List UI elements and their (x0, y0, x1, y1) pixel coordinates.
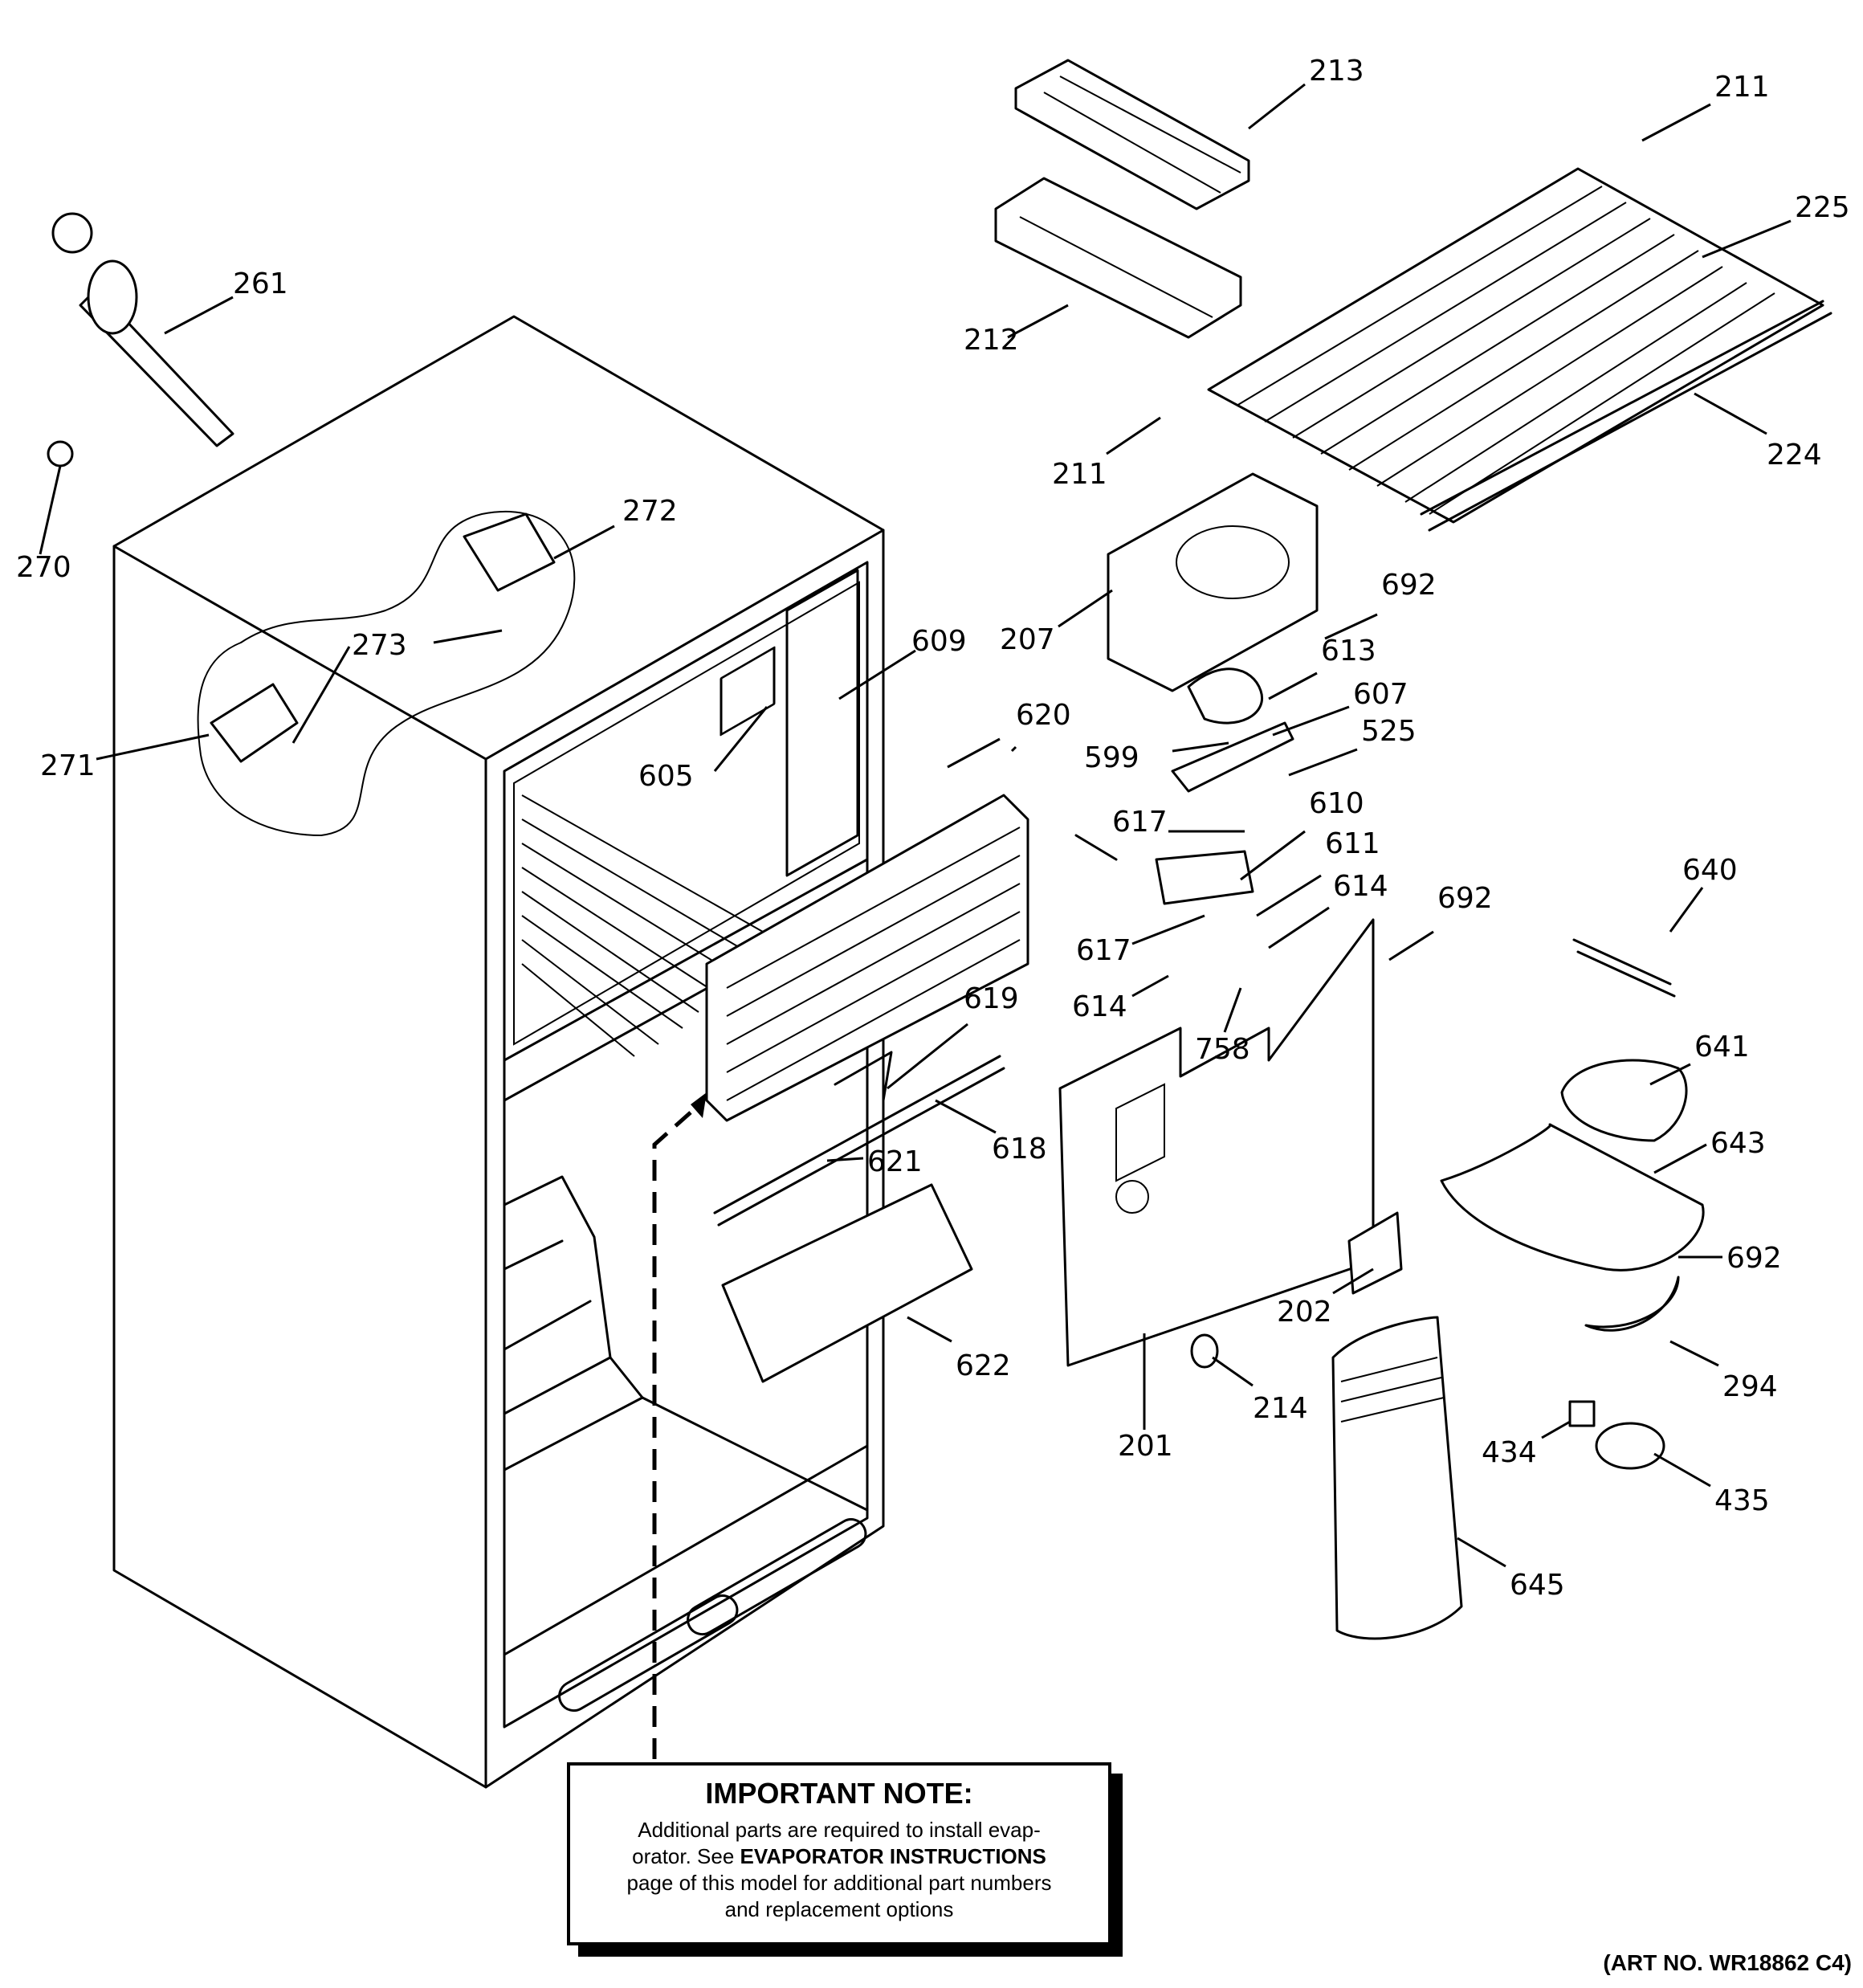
ice-bucket-212 (994, 177, 1242, 339)
water-tube-261 (51, 212, 234, 447)
callout-272: 272 (622, 495, 678, 528)
motor-610 (1074, 834, 1254, 905)
callout-212: 212 (964, 324, 1019, 357)
callout-614-top: 614 (1333, 870, 1388, 903)
callout-261: 261 (233, 267, 288, 300)
callout-617-bottom: 617 (1076, 934, 1131, 967)
callout-643: 643 (1710, 1127, 1766, 1160)
note-line-2: orator. See EVAPORATOR INSTRUCTIONS (570, 1843, 1108, 1870)
trough-622 (721, 1183, 973, 1383)
bulb-435 (1595, 1422, 1665, 1470)
fan-blade-613 (1187, 667, 1264, 725)
callout-434: 434 (1482, 1436, 1537, 1469)
important-note-title: IMPORTANT NOTE: (705, 1777, 973, 1810)
fan-shroud-207 (1107, 472, 1319, 692)
note-line-4: and replacement options (724, 1897, 954, 1921)
callout-273: 273 (352, 629, 407, 662)
callout-225: 225 (1795, 191, 1850, 224)
light-cover-294 (1584, 1276, 1680, 1332)
callout-605: 605 (638, 760, 694, 793)
light-shield-641 (1560, 1059, 1688, 1142)
callout-202: 202 (1277, 1296, 1332, 1329)
callout-758: 758 (1195, 1033, 1250, 1066)
socket-434 (1568, 1400, 1596, 1427)
note-line-3: page of this model for additional part n… (626, 1871, 1052, 1895)
callout-622: 622 (956, 1349, 1011, 1382)
callout-224: 224 (1767, 439, 1822, 471)
callout-610: 610 (1309, 787, 1364, 820)
callout-618: 618 (992, 1133, 1047, 1165)
callout-213: 213 (1309, 55, 1364, 88)
callout-641: 641 (1694, 1031, 1750, 1063)
pointer-arrowhead (691, 1092, 707, 1118)
important-note-box: IMPORTANT NOTE: Additional parts are req… (567, 1762, 1111, 1945)
defrost-heater-618 (713, 1055, 1005, 1227)
screw-270 (47, 440, 74, 467)
plug-214 (1190, 1333, 1219, 1369)
callout-607: 607 (1353, 678, 1408, 711)
callout-211-bottom: 211 (1052, 458, 1107, 491)
callout-211-top: 211 (1714, 71, 1770, 104)
callout-525: 525 (1361, 715, 1417, 748)
thermostat-640 (1572, 938, 1676, 998)
light-lens-645 (1331, 1316, 1463, 1640)
important-note-body: Additional parts are required to install… (570, 1817, 1108, 1923)
callout-620: 620 (1016, 699, 1071, 732)
wire-shelf (1207, 167, 1832, 532)
callout-617-top: 617 (1112, 806, 1168, 839)
callout-labels: 213 211 225 261 212 211 224 270 272 207 … (16, 55, 1850, 1602)
callout-613: 613 (1321, 635, 1376, 667)
callout-692-top: 692 (1381, 569, 1437, 602)
callout-614-bottom: 614 (1072, 990, 1127, 1023)
callout-621: 621 (867, 1145, 923, 1178)
callout-609: 609 (911, 625, 967, 658)
callout-294: 294 (1722, 1370, 1778, 1403)
callout-619: 619 (964, 982, 1019, 1015)
cabinet (112, 315, 885, 1789)
bracket-607 (1171, 721, 1294, 793)
callout-611: 611 (1325, 827, 1380, 860)
evaporator-note-pointer (652, 1111, 692, 1759)
art-number: (ART NO. WR18862 C4) (1603, 1950, 1852, 1975)
heater-bracket-619 (834, 1051, 893, 1102)
callout-599: 599 (1084, 741, 1139, 774)
leader-lines (39, 83, 1792, 1568)
grille-202 (1347, 1211, 1403, 1295)
callout-201: 201 (1118, 1430, 1173, 1463)
callout-692-mid: 692 (1437, 882, 1493, 915)
callout-692-bottom: 692 (1726, 1242, 1782, 1275)
callout-270: 270 (16, 551, 71, 584)
light-housing-643 (1440, 1123, 1705, 1272)
evaporator-cover-201 (1058, 918, 1375, 1367)
evaporator-instructions-link: EVAPORATOR INSTRUCTIONS (740, 1844, 1046, 1868)
callout-271: 271 (40, 749, 96, 782)
ice-tray-213 (1014, 59, 1250, 210)
evaporator (705, 794, 1029, 1122)
note-line-1: Additional parts are required to install… (638, 1818, 1041, 1842)
note-line-2-text: orator. See (632, 1844, 740, 1868)
callout-214: 214 (1253, 1392, 1308, 1425)
callout-640: 640 (1682, 854, 1738, 887)
callout-435: 435 (1714, 1484, 1770, 1517)
callout-645: 645 (1510, 1569, 1565, 1602)
callout-207: 207 (1000, 623, 1055, 656)
